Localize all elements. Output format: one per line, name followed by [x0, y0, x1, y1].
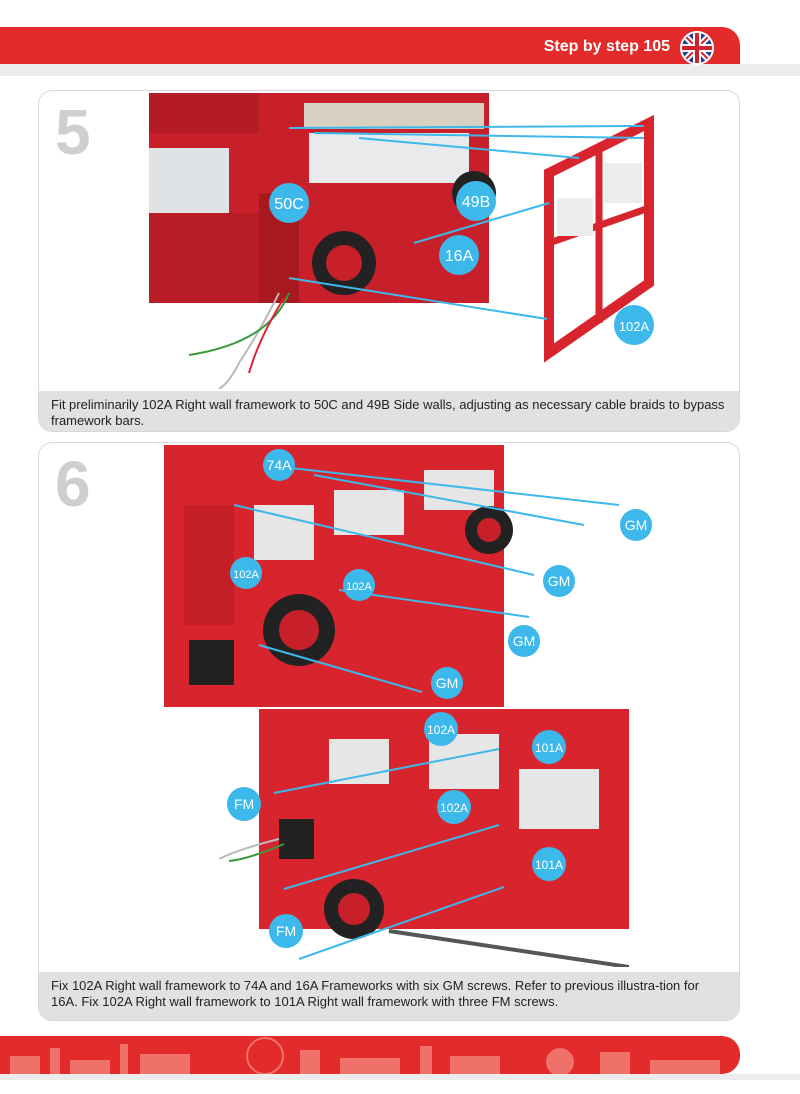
callout-label: GM	[513, 633, 536, 649]
callout-label: 101A	[535, 858, 563, 872]
page-title: Step by step 105	[543, 38, 670, 55]
header-bar	[0, 27, 740, 64]
callout-label: GM	[548, 573, 571, 589]
step-6-panel: 6 74A GM 102A	[38, 442, 740, 1021]
callout-label: FM	[234, 796, 254, 812]
footer-skyline-bar	[0, 1036, 740, 1074]
callout-label: 74A	[267, 457, 293, 473]
callout-label: 102A	[440, 801, 468, 815]
callout-label: 102A	[619, 319, 650, 334]
step-number: 6	[55, 448, 91, 520]
step-5-panel: 5	[38, 90, 740, 432]
callout-label: 101A	[535, 741, 563, 755]
callout-label: 49B	[462, 194, 490, 211]
step-6-bottom-illustration: 102A 101A FM 102A 101A FM	[218, 709, 629, 967]
uk-flag-icon	[680, 31, 714, 65]
london-skyline-icon	[10, 1037, 720, 1074]
right-wall-framework-102A	[544, 114, 654, 363]
callout-label: 50C	[274, 196, 303, 213]
step-5-illustration: 50C 49B 16A 102A	[149, 93, 654, 389]
callout-label: FM	[276, 923, 296, 939]
callout-label: GM	[436, 675, 459, 691]
callout-label: GM	[625, 517, 648, 533]
bus-body	[149, 93, 496, 303]
callout-label: 102A	[346, 581, 372, 593]
callout-label: 102A	[233, 569, 259, 581]
callout-label: 16A	[445, 248, 474, 265]
header-strip	[0, 64, 800, 76]
step-6-top-illustration: 74A GM 102A GM 102A GM GM	[164, 445, 652, 707]
step-6-caption: Fix 102A Right wall framework to 74A and…	[39, 972, 739, 1020]
callout-label: 102A	[427, 723, 455, 737]
footer-strip	[0, 1074, 800, 1080]
step-number: 5	[55, 96, 91, 168]
step-5-caption: Fit preliminarily 102A Right wall framew…	[39, 391, 739, 431]
